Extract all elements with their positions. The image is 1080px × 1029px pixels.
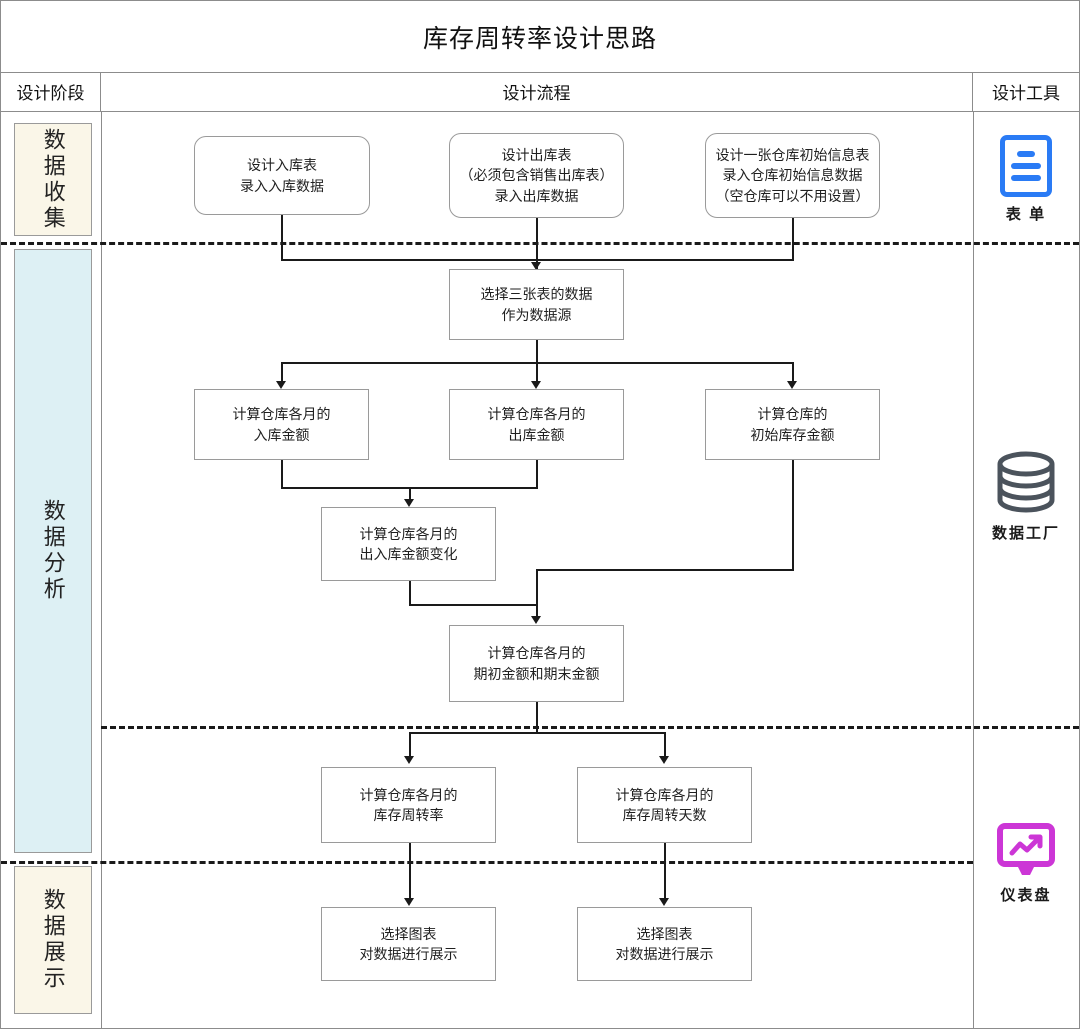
node-design-inbound-table[interactable]: 设计入库表 录入入库数据 bbox=[194, 136, 370, 215]
connector-split-left bbox=[281, 362, 283, 384]
connector-n7-to-n9 bbox=[536, 569, 538, 621]
connector-n1-down bbox=[281, 215, 283, 260]
node-calc-initial-stock-amount[interactable]: 计算仓库的 初始库存金额 bbox=[705, 389, 880, 460]
connector-split-to-n10 bbox=[409, 732, 411, 759]
stage-box-display: 数据展示 bbox=[14, 866, 92, 1014]
connector-n7-down bbox=[792, 460, 794, 570]
node-calc-inventory-turnover-days[interactable]: 计算仓库各月的 库存周转天数 bbox=[577, 767, 752, 843]
stage-label-collect: 数据收集 bbox=[40, 127, 66, 232]
connector-n3-down bbox=[792, 218, 794, 260]
stage-separator-2 bbox=[101, 726, 1079, 729]
page-title: 库存周转率设计思路 bbox=[422, 24, 657, 53]
tool-data-factory[interactable]: 数据工厂 bbox=[973, 431, 1079, 561]
connector-n11-down bbox=[664, 843, 666, 902]
connector-n5-down bbox=[281, 460, 283, 488]
node-calc-inventory-turnover-rate[interactable]: 计算仓库各月的 库存周转率 bbox=[321, 767, 496, 843]
connector-n7-left bbox=[536, 569, 794, 571]
node-calc-opening-closing-amount[interactable]: 计算仓库各月的 期初金额和期末金额 bbox=[449, 625, 624, 702]
connector-n9-down bbox=[536, 702, 538, 733]
tool-dashboard[interactable]: 仪表盘 bbox=[973, 801, 1079, 926]
stage-label-display: 数据展示 bbox=[40, 888, 66, 992]
column-divider-left bbox=[101, 112, 102, 1028]
stage-separator-1 bbox=[1, 242, 1079, 245]
tool-label-dashboard: 仪表盘 bbox=[1000, 887, 1052, 904]
node-calc-monthly-stock-change[interactable]: 计算仓库各月的 出入库金额变化 bbox=[321, 507, 496, 581]
connector-n8-down bbox=[409, 581, 411, 605]
arrow-to-n7 bbox=[787, 381, 797, 389]
form-icon bbox=[1000, 134, 1052, 197]
arrow-to-n5 bbox=[276, 381, 286, 389]
form-icon-bar-3 bbox=[1011, 174, 1041, 181]
node-design-initial-warehouse-table[interactable]: 设计一张仓库初始信息表 录入仓库初始信息数据 （空仓库可以不用设置） bbox=[705, 133, 880, 218]
form-icon-bar-2 bbox=[1011, 162, 1041, 169]
arrow-to-n10 bbox=[404, 756, 414, 764]
connector-n6-down bbox=[536, 460, 538, 488]
tool-label-form: 表 单 bbox=[1005, 205, 1047, 223]
connector-merge-to-n8 bbox=[409, 487, 411, 504]
arrow-to-n6 bbox=[531, 381, 541, 389]
connector-split-right bbox=[792, 362, 794, 384]
connector-n4-down bbox=[536, 340, 538, 363]
node-select-chart-left[interactable]: 选择图表 对数据进行展示 bbox=[321, 907, 496, 981]
dashboard-monitor-icon bbox=[997, 823, 1055, 875]
chart-title-bar: 库存周转率设计思路 bbox=[1, 1, 1079, 73]
connector-split-to-n11 bbox=[664, 732, 666, 759]
connector-n10-down bbox=[409, 843, 411, 902]
arrow-to-n12 bbox=[404, 898, 414, 906]
database-icon bbox=[997, 451, 1055, 512]
column-header-flow: 设计流程 bbox=[101, 72, 973, 112]
column-header-tools: 设计工具 bbox=[973, 72, 1079, 112]
tool-form[interactable]: 表 单 bbox=[973, 119, 1079, 239]
arrow-to-n4 bbox=[531, 262, 541, 270]
arrow-to-n8 bbox=[404, 499, 414, 507]
arrow-to-n13 bbox=[659, 898, 669, 906]
stage-box-analyze: 数据分析 bbox=[14, 249, 92, 853]
tool-label-data-factory: 数据工厂 bbox=[991, 524, 1060, 542]
column-header-stage: 设计阶段 bbox=[1, 72, 101, 112]
arrow-to-n11 bbox=[659, 756, 669, 764]
node-calc-monthly-inbound-amount[interactable]: 计算仓库各月的 入库金额 bbox=[194, 389, 369, 460]
stage-box-collect: 数据收集 bbox=[14, 123, 92, 236]
connector-split-bar-bottom bbox=[409, 732, 666, 734]
node-select-chart-right[interactable]: 选择图表 对数据进行展示 bbox=[577, 907, 752, 981]
stage-separator-3 bbox=[1, 861, 973, 864]
arrow-to-n9 bbox=[531, 616, 541, 624]
node-select-three-tables[interactable]: 选择三张表的数据 作为数据源 bbox=[449, 269, 624, 340]
connector-n2-down bbox=[536, 218, 538, 260]
column-divider-right bbox=[973, 112, 974, 1028]
stage-label-analyze: 数据分析 bbox=[40, 499, 66, 603]
connector-split-mid bbox=[536, 362, 538, 384]
connector-n8-right bbox=[409, 604, 538, 606]
node-calc-monthly-outbound-amount[interactable]: 计算仓库各月的 出库金额 bbox=[449, 389, 624, 460]
form-icon-bar-1 bbox=[1017, 150, 1035, 157]
node-design-outbound-table[interactable]: 设计出库表 （必须包含销售出库表） 录入出库数据 bbox=[449, 133, 624, 218]
